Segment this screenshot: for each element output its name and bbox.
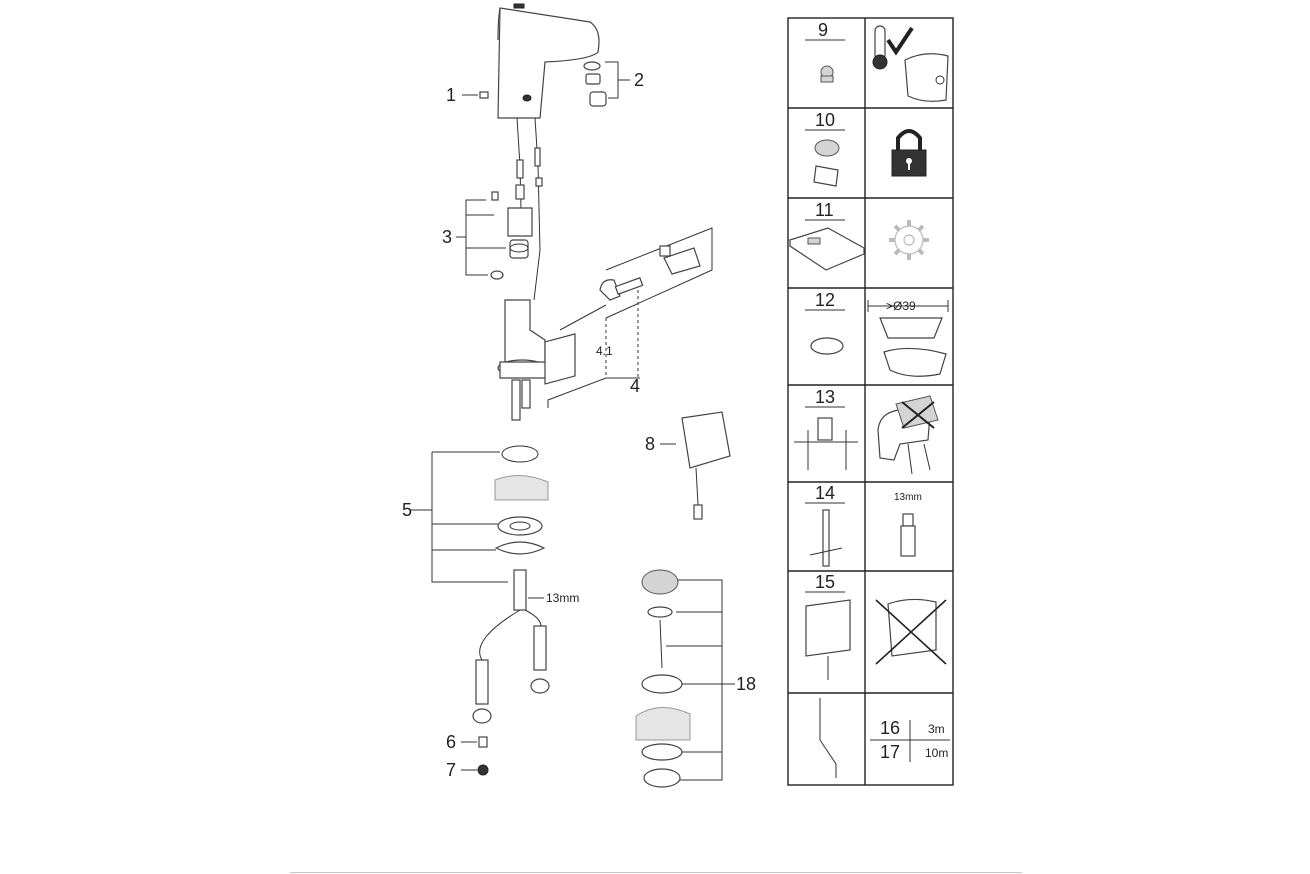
crossed-installation-icon (877, 395, 939, 475)
cable-icon (819, 698, 837, 778)
part-2-aerator: 2 (583, 61, 644, 107)
control-box (497, 299, 576, 421)
faucet-body (497, 3, 600, 166)
installation-tool-13 (794, 417, 858, 470)
table-number-11: 11 (815, 200, 834, 220)
callout-3: 3 (442, 227, 452, 247)
tool-9 (820, 65, 834, 83)
callout-1: 1 (446, 85, 456, 105)
tool-10 (813, 139, 840, 187)
callout-6: 6 (446, 732, 456, 752)
table-number-13: 13 (815, 387, 835, 407)
seal-ring (810, 337, 844, 355)
socket-size-label: 13mm (894, 492, 922, 503)
thermometer-check-icon (872, 25, 949, 102)
part-5-mounting-set: 5 13mm (402, 445, 579, 611)
part-4-lever-assembly: 4.1 4 (547, 227, 713, 408)
cable-16-number: 16 (880, 718, 900, 738)
power-box-15 (805, 599, 851, 680)
cable-17-length: 10m (925, 746, 948, 760)
callout-13mm: 13mm (546, 591, 579, 605)
padlock-icon (891, 129, 927, 177)
table-number-9: 9 (818, 20, 828, 40)
part-3-valve: 3 (442, 177, 543, 280)
crossed-power-box-icon (875, 598, 947, 665)
cable-17-number: 17 (880, 742, 900, 762)
supply-hoses (472, 609, 550, 724)
callout-7: 7 (446, 760, 456, 780)
callout-18: 18 (736, 674, 756, 694)
wrench-tool-14 (809, 509, 843, 567)
cog-icon (889, 220, 929, 260)
callout-5: 5 (402, 500, 412, 520)
footer-divider (290, 872, 1022, 873)
table-number-15: 15 (815, 572, 835, 592)
part-8-power-supply: 8 (645, 411, 731, 520)
table-number-10: 10 (815, 110, 835, 130)
reference-table: 9 10 11 (787, 17, 954, 786)
callout-2: 2 (634, 70, 644, 90)
part-1-screw: 1 (446, 85, 489, 105)
socket-13mm (900, 513, 916, 557)
cable-16-length: 3m (928, 722, 945, 736)
callout-8: 8 (645, 434, 655, 454)
table-number-14: 14 (815, 483, 835, 503)
part-18-waste-set: 18 (635, 569, 756, 788)
min-diameter-label: >Ø39 (886, 299, 916, 313)
table-number-12: 12 (815, 290, 835, 310)
basin-cutout-diagram: >Ø39 (867, 299, 949, 377)
callout-4-1: 4.1 (596, 344, 613, 358)
callout-4: 4 (630, 376, 640, 396)
remote-control (788, 227, 866, 271)
part-6-7-fittings: 6 7 (446, 732, 489, 780)
